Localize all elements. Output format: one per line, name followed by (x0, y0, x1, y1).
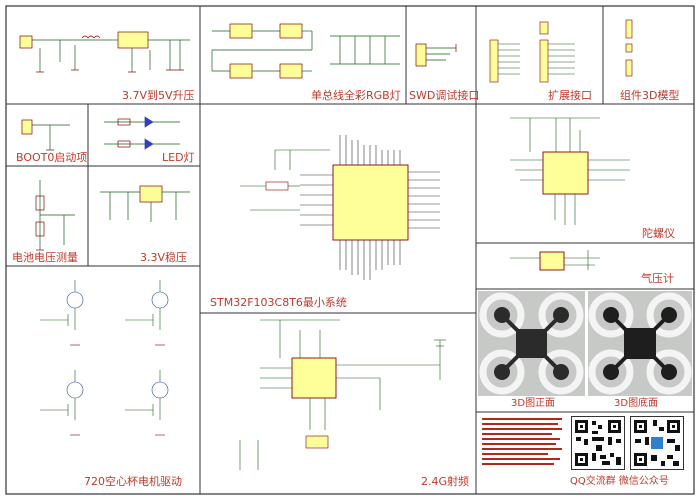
boost-circuit (19, 31, 190, 73)
label-model3d: 组件3D模型 (620, 89, 680, 102)
label-boot0: BOOT0启动项 (16, 151, 88, 164)
motor-driver-circuits (40, 280, 169, 436)
wechat-qr-icon (630, 416, 684, 470)
label-photo-bottom: 3D图底面 (614, 398, 659, 409)
battery-sense-circuit (35, 180, 75, 251)
photo-front (478, 291, 585, 396)
gyro-circuit (510, 117, 630, 225)
sheet-border (5, 5, 695, 495)
label-expansion: 扩展接口 (548, 89, 592, 102)
mcu-circuit (240, 135, 440, 280)
label-swd: SWD调试接口 (409, 89, 480, 102)
barometer-circuit (510, 250, 600, 271)
label-mcu: STM32F103C8T6最小系统 (210, 296, 347, 309)
expansion-headers (489, 21, 575, 83)
label-boost: 3.7V到5V升压 (122, 89, 195, 102)
rf-circuit (239, 319, 446, 470)
drone-bottom-icon (588, 291, 692, 396)
drone-front-icon (478, 291, 585, 396)
label-battery: 电池电压测量 (12, 251, 78, 264)
boot0-circuit (21, 119, 70, 151)
label-gyro: 陀螺仪 (642, 227, 675, 240)
label-photo-front: 3D图正面 (511, 398, 556, 409)
label-social: QQ交流群 微信公众号 (570, 476, 669, 487)
label-rgb: 单总线全彩RGB灯 (311, 89, 401, 102)
model3d-parts (625, 19, 633, 77)
label-led: LED灯 (162, 151, 195, 164)
qq-group-qr-icon (571, 416, 625, 470)
label-baro: 气压计 (641, 272, 674, 285)
rgb-led-circuit (211, 23, 400, 79)
notes-block (482, 418, 562, 465)
label-motor: 720空心杯电机驱动 (84, 475, 182, 488)
ldo-circuit (100, 185, 190, 222)
photo-bottom (588, 291, 692, 396)
swd-connector (415, 43, 457, 67)
led-circuit (104, 116, 180, 150)
label-ldo: 3.3V稳压 (140, 251, 188, 264)
label-rf: 2.4G射频 (421, 475, 470, 488)
section-dividers (6, 6, 694, 494)
